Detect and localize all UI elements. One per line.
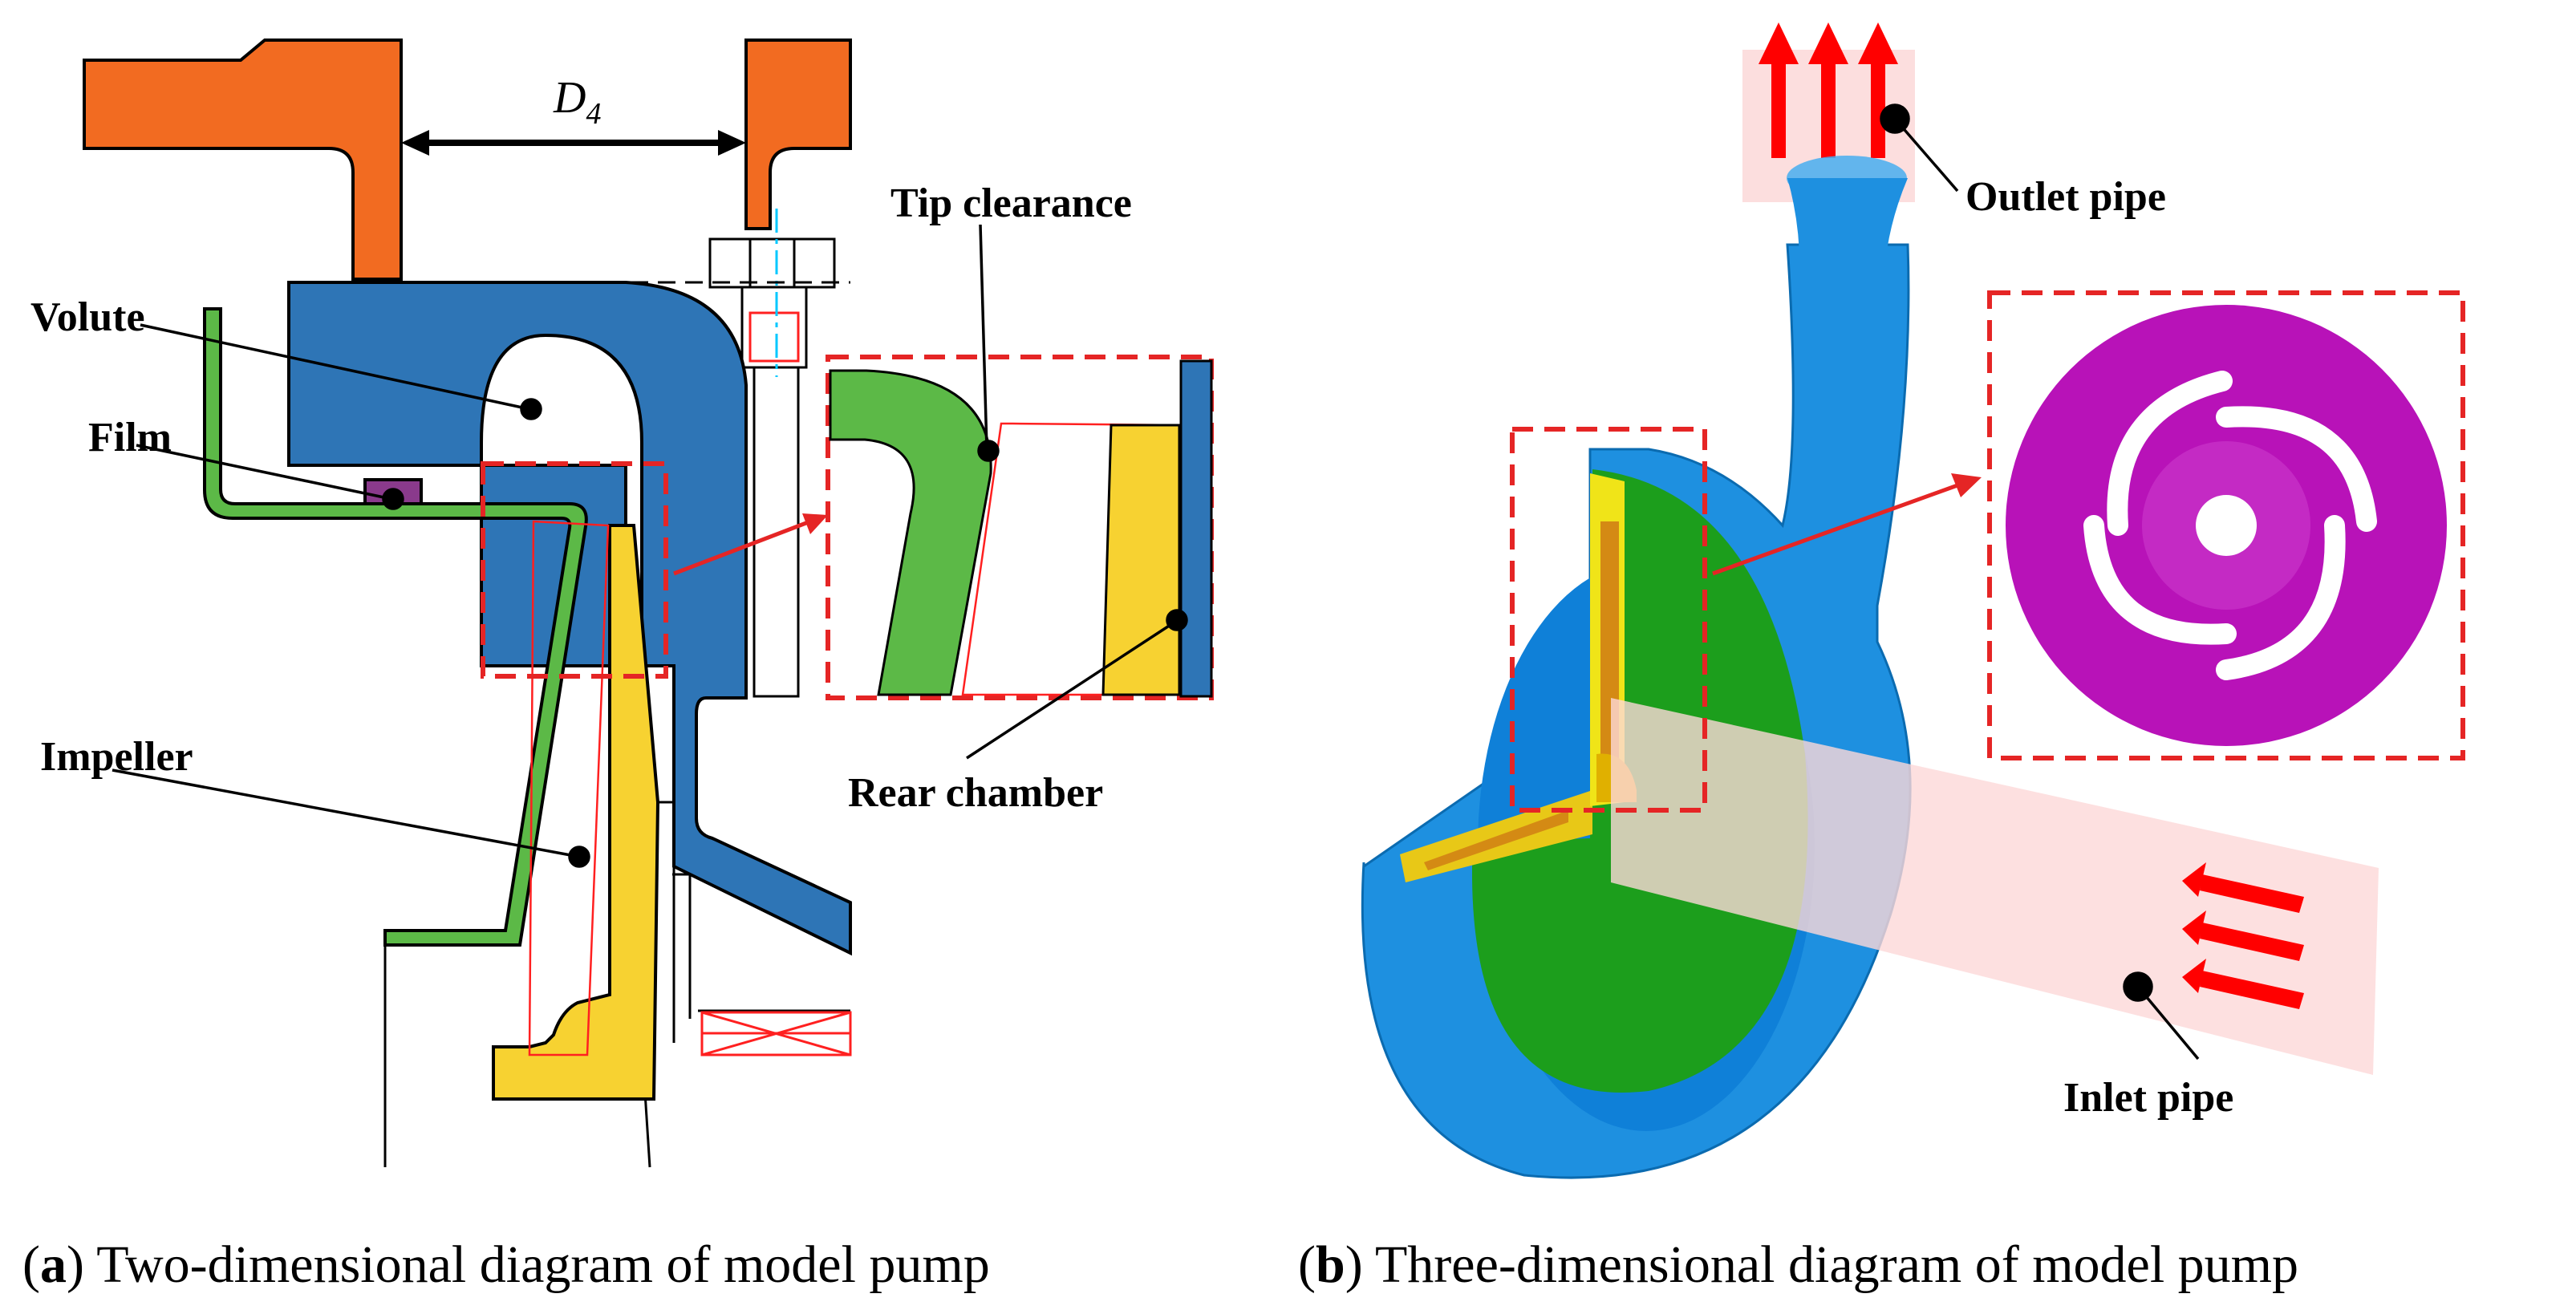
zoom-arrow [673,519,811,576]
d4-dimension: D4 [401,73,746,156]
impeller-tip-outline [528,520,610,1056]
caption-b-letter: b [1316,1235,1345,1294]
rear-chamber-dot [1166,609,1188,631]
zoom-impeller-yellow [1101,424,1181,696]
zoom-volute-wall [1179,359,1213,698]
caption-a: (a) Two-dimensional diagram of model pum… [22,1235,990,1294]
zoom-box-small [481,461,668,679]
panel-a-2d-diagram: D4 Volute Film Impeller Tip clearance Re… [30,39,1214,1168]
panel-b-3d-diagram: Outlet pipe Inlet pipe [1361,22,2465,1179]
cut-section-arrow [1712,483,1958,576]
impeller-vane-gaps [2083,371,2377,680]
d4-subscript: 4 [586,97,601,131]
outlet-pipe-dot [1880,103,1910,134]
impeller-3d [2006,305,2447,746]
d4-label: D [553,73,586,123]
svg-text:D4: D4 [553,73,601,131]
zoom-detail [829,359,1213,698]
panel-a-callouts [112,224,1188,868]
inlet-flow-arrows [2182,862,2304,1009]
zoom-film-curve [829,369,992,696]
outlet-flow-arrows [1759,22,1898,158]
rear-chamber-label: Rear chamber [848,770,1103,816]
bolt [708,209,836,698]
caption-a-text: Two-dimensional diagram of model pump [84,1235,990,1294]
film-label: Film [88,415,172,460]
outlet-flange-left [83,39,403,281]
impeller-dot [568,846,590,868]
cut-section-arrow-head [1951,473,1982,497]
caption-a-letter: a [40,1235,67,1294]
inlet-pipe-label: Inlet pipe [2063,1075,2233,1121]
outlet-flange-right [744,39,852,230]
impeller-blade [492,524,660,1101]
cut-section-zoom-box [1510,427,1707,813]
volute-dot [520,398,542,420]
caption-b: (b) Three-dimensional diagram of model p… [1298,1235,2298,1294]
film-strip [203,307,588,947]
tip-clearance-label: Tip clearance [890,180,1132,226]
panel-b-callouts [1880,103,2200,1061]
tip-clearance-dot [977,440,1000,462]
outlet-pipe-label: Outlet pipe [1965,174,2166,220]
inlet-cut-stripe-orange [1424,810,1568,870]
caption-b-text: Three-dimensional diagram of model pump [1363,1235,2298,1294]
film-dot [382,488,404,510]
inlet-pipe-dot [2123,971,2153,1002]
outlet-pipe-neck [1787,178,1908,305]
impeller-label: Impeller [40,734,193,780]
volute-label: Volute [30,294,145,340]
zoom-arrow-head [802,513,828,534]
seal-box [700,1011,852,1056]
impeller-shaft-hole [2196,495,2257,556]
